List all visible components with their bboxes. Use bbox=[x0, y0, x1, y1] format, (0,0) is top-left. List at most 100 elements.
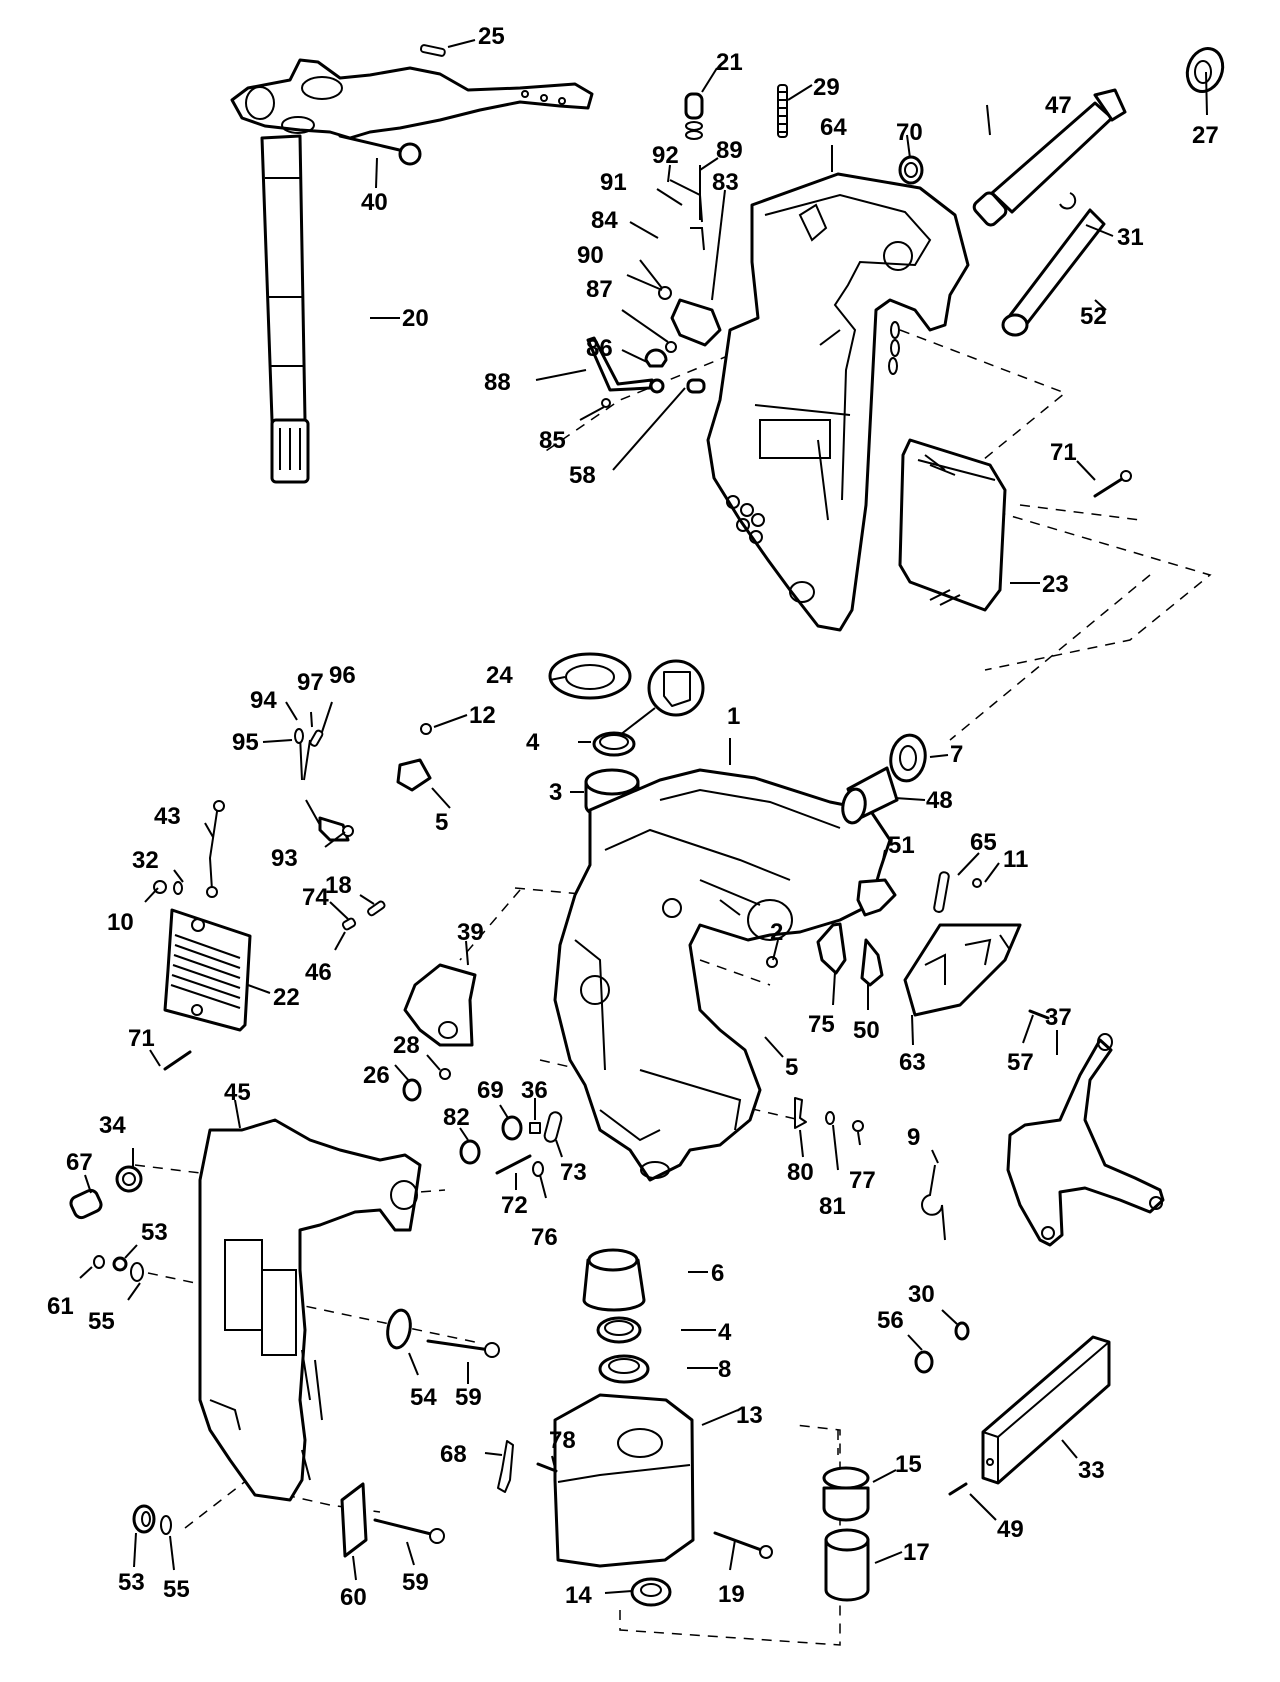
callout-23: 23 bbox=[1042, 571, 1069, 598]
callout-84: 84 bbox=[591, 207, 618, 234]
part-pin-76 bbox=[532, 1161, 544, 1177]
part-clip-80 bbox=[794, 1097, 807, 1129]
part-clamp-75 bbox=[816, 922, 847, 975]
callout-63: 63 bbox=[899, 1049, 926, 1076]
callout-68: 68 bbox=[440, 1441, 467, 1468]
callout-22: 22 bbox=[273, 984, 300, 1011]
callout-83: 83 bbox=[712, 169, 739, 196]
callout-75: 75 bbox=[808, 1011, 835, 1038]
part-ground-strap-43 bbox=[206, 800, 225, 898]
callout-58: 58 bbox=[569, 462, 596, 489]
callout-40: 40 bbox=[361, 189, 388, 216]
part-nut-28 bbox=[439, 1068, 451, 1080]
callout-59-upper: 59 bbox=[455, 1384, 482, 1411]
part-bushing-6 bbox=[582, 1248, 646, 1312]
part-bolt-40 bbox=[338, 134, 422, 166]
part-spring-9 bbox=[921, 1164, 946, 1241]
callout-31: 31 bbox=[1117, 224, 1144, 251]
callout-93: 93 bbox=[271, 845, 298, 872]
part-nut-53-upper bbox=[112, 1256, 128, 1272]
part-bolt-59-lower bbox=[373, 1518, 445, 1544]
callout-49: 49 bbox=[997, 1516, 1024, 1543]
part-screw-2 bbox=[766, 956, 778, 968]
callout-54: 54 bbox=[410, 1384, 437, 1411]
callout-6: 6 bbox=[711, 1260, 724, 1287]
callout-47: 47 bbox=[1045, 92, 1072, 119]
callout-14: 14 bbox=[565, 1582, 592, 1609]
callout-82: 82 bbox=[443, 1104, 470, 1131]
part-nut-34 bbox=[115, 1165, 143, 1193]
part-bolt-19 bbox=[713, 1531, 773, 1559]
callout-26: 26 bbox=[363, 1062, 390, 1089]
callout-77: 77 bbox=[849, 1167, 876, 1194]
callout-33: 33 bbox=[1078, 1457, 1105, 1484]
callout-60: 60 bbox=[340, 1584, 367, 1611]
part-nut-30 bbox=[954, 1321, 970, 1341]
part-tilt-lock-lever-39 bbox=[403, 963, 477, 1047]
callout-7: 7 bbox=[950, 741, 963, 768]
callout-43: 43 bbox=[154, 803, 181, 830]
part-clamp-50 bbox=[860, 938, 884, 987]
callout-78: 78 bbox=[549, 1427, 576, 1454]
callout-56: 56 bbox=[877, 1307, 904, 1334]
callout-87: 87 bbox=[586, 276, 613, 303]
callout-72: 72 bbox=[501, 1192, 528, 1219]
callout-10: 10 bbox=[107, 909, 134, 936]
part-washer-32 bbox=[173, 881, 183, 895]
callout-80: 80 bbox=[787, 1159, 814, 1186]
callout-48: 5 bbox=[435, 809, 448, 836]
callout-20: 20 bbox=[402, 305, 429, 332]
callout-76: 76 bbox=[531, 1224, 558, 1251]
part-washer-24 bbox=[548, 652, 632, 700]
callout-53-upper: 53 bbox=[141, 1219, 168, 1246]
callout-46: 46 bbox=[305, 959, 332, 986]
callout-85: 85 bbox=[539, 427, 566, 454]
part-bushing-17 bbox=[824, 1528, 870, 1602]
part-stern-bracket-64 bbox=[706, 172, 970, 632]
callout-71-lower: 71 bbox=[128, 1025, 155, 1052]
callout-1: 1 bbox=[727, 703, 740, 730]
callout-15: 15 bbox=[895, 1451, 922, 1478]
callout-61: 61 bbox=[47, 1293, 74, 1320]
part-bolt-71-upper bbox=[1093, 470, 1132, 498]
part-link-73 bbox=[543, 1111, 563, 1143]
callout-45: 45 bbox=[224, 1079, 251, 1106]
callout-69: 69 bbox=[477, 1077, 504, 1104]
part-bushing-5-upper bbox=[841, 766, 899, 825]
part-washer-81 bbox=[825, 1111, 835, 1125]
part-bushing-15 bbox=[822, 1466, 870, 1522]
callout-5-lower: 5 bbox=[785, 1054, 798, 1081]
callout-29: 29 bbox=[813, 74, 840, 101]
part-bolt-72 bbox=[495, 1154, 532, 1175]
callout-17: 17 bbox=[903, 1539, 930, 1566]
part-washer-7 bbox=[889, 733, 927, 783]
part-retaining-ring-31 bbox=[1059, 192, 1077, 210]
part-washer-69 bbox=[501, 1115, 523, 1141]
callout-96: 96 bbox=[329, 662, 356, 689]
part-spring-29 bbox=[777, 84, 788, 138]
part-swivel-bracket-1 bbox=[553, 768, 892, 1182]
callout-67: 67 bbox=[66, 1149, 93, 1176]
callout-3: 3 bbox=[549, 779, 562, 806]
part-screw-26 bbox=[402, 1078, 422, 1102]
callout-34: 34 bbox=[99, 1112, 126, 1139]
callout-13: 13 bbox=[736, 1402, 763, 1429]
callout-65: 65 bbox=[970, 829, 997, 856]
callout-64: 64 bbox=[820, 114, 847, 141]
callout-8: 8 bbox=[718, 1356, 731, 1383]
callout-4-upper: 4 bbox=[526, 729, 540, 756]
callout-86: 86 bbox=[586, 335, 613, 362]
part-stern-bracket-45 bbox=[198, 1118, 422, 1502]
callout-73: 73 bbox=[560, 1159, 587, 1186]
callout-30: 30 bbox=[908, 1281, 935, 1308]
callout-57: 57 bbox=[1007, 1049, 1034, 1076]
callout-81: 81 bbox=[819, 1193, 846, 1220]
callout-5-upper: 48 bbox=[926, 787, 953, 814]
callout-24: 24 bbox=[486, 662, 513, 689]
part-nut-27 bbox=[1185, 47, 1225, 93]
part-tilt-support-37 bbox=[1006, 1033, 1165, 1247]
part-bushing-61 bbox=[93, 1255, 105, 1269]
part-screw-82 bbox=[459, 1139, 481, 1165]
part-screw-77 bbox=[852, 1120, 864, 1132]
callout-12: 12 bbox=[469, 702, 496, 729]
